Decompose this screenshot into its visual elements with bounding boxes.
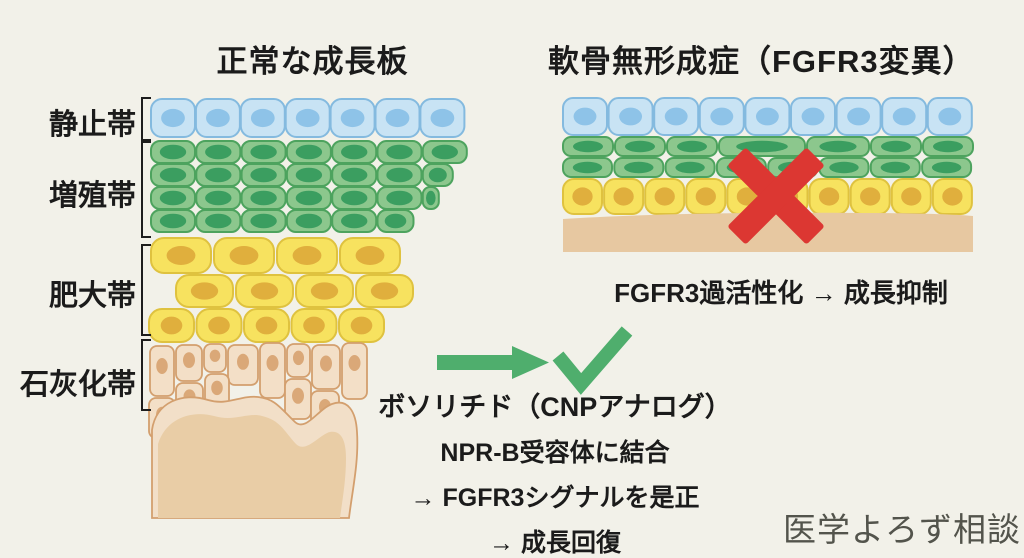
zone-label-resting: 静止帯 bbox=[48, 109, 136, 141]
right-proliferative-zone-row bbox=[562, 136, 974, 157]
cross-icon bbox=[728, 148, 824, 244]
left-panel-title: 正常な成長板 bbox=[216, 44, 409, 79]
zone-bracket-proliferative bbox=[141, 141, 151, 238]
left-hypertrophic-zone-row bbox=[148, 308, 385, 343]
treatment-detail-line: → 成長回復 bbox=[489, 529, 621, 557]
zone-bracket-hypertrophic bbox=[141, 244, 151, 336]
left-hypertrophic-zone-row bbox=[175, 274, 414, 308]
watermark: 医学よろず相談 bbox=[783, 513, 1021, 549]
left-hypertrophic-zone-row bbox=[150, 237, 401, 274]
treatment-text-block: ボソリチド（CNPアナログ） NPR-B受容体に結合 → FGFR3シグナルを是… bbox=[360, 385, 750, 558]
left-proliferative-zone-row bbox=[150, 186, 440, 210]
left-proliferative-zone-row bbox=[150, 209, 415, 233]
treatment-heading: ボソリチド（CNPアナログ） bbox=[378, 392, 732, 422]
bone-inner-shade bbox=[158, 414, 346, 518]
left-resting-zone-row bbox=[150, 98, 466, 138]
arrow-right-icon bbox=[437, 346, 549, 379]
left-proliferative-zone-row bbox=[150, 140, 468, 164]
left-proliferative-zone-row bbox=[150, 163, 454, 187]
right-panel-title: 軟骨無形成症（FGFR3変異） bbox=[548, 44, 975, 79]
zone-label-calcification: 石灰化帯 bbox=[19, 369, 136, 401]
treatment-detail-line: → FGFR3シグナルを是正 bbox=[410, 484, 700, 512]
right-resting-zone-row bbox=[562, 97, 973, 136]
fgfr3-overactivation-caption: FGFR3過活性化 → 成長抑制 bbox=[614, 278, 948, 308]
zone-bracket-resting bbox=[141, 97, 151, 141]
check-icon bbox=[552, 326, 633, 395]
zone-bracket-calcification bbox=[141, 339, 151, 411]
zone-label-proliferative: 増殖帯 bbox=[48, 180, 136, 212]
zone-label-hypertrophic: 肥大帯 bbox=[48, 280, 136, 312]
treatment-detail-line: NPR-B受容体に結合 bbox=[440, 439, 670, 467]
right-bone-band bbox=[563, 212, 973, 252]
